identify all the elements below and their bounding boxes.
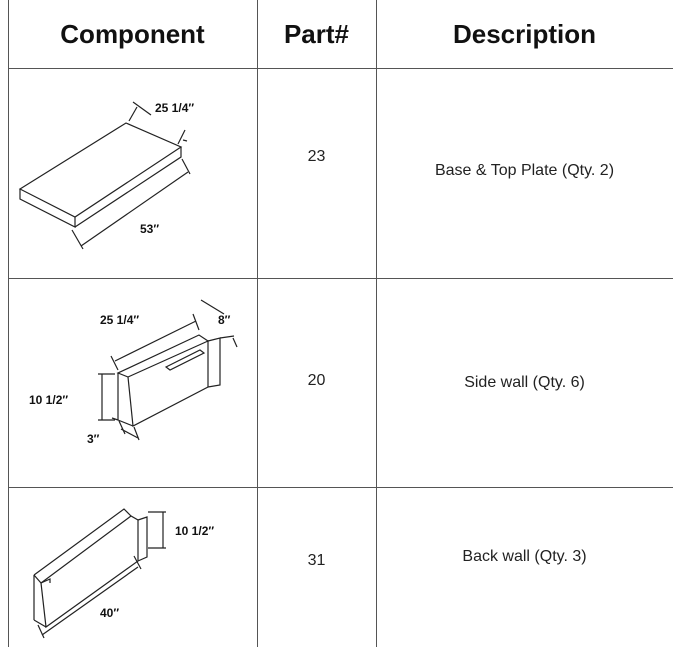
base-top-plate-drawing: 25 1/4″ 53″ [8, 68, 257, 278]
dim-depth-label: 8″ [218, 313, 231, 327]
components-table: Component Part# Description 2 [8, 0, 673, 647]
row-divider [8, 278, 673, 279]
table-border-left [8, 0, 9, 647]
header-component: Component [60, 18, 205, 49]
description-cell: Base & Top Plate (Qty. 2) [434, 162, 615, 179]
dim-length-label: 40″ [100, 606, 119, 620]
part-number-cell: 23 [307, 148, 326, 165]
row-divider [8, 68, 673, 69]
dim-height-label: 10 1/2″ [175, 524, 214, 538]
dim-length-label: 25 1/4″ [100, 313, 139, 327]
back-wall-drawing: 10 1/2″ 40″ [8, 487, 257, 647]
column-divider [257, 0, 258, 647]
header-description: Description [452, 18, 597, 49]
row-divider [8, 487, 673, 488]
dim-length-label: 53″ [140, 222, 159, 236]
column-divider [376, 0, 377, 647]
part-number-cell: 31 [307, 552, 326, 569]
description-cell: Side wall (Qty. 6) [464, 373, 585, 391]
dim-width-label: 25 1/4″ [155, 101, 194, 115]
description-cell: Back wall (Qty. 3) [462, 547, 587, 565]
side-wall-drawing: 25 1/4″ 8″ 10 1/2″ 3″ [8, 278, 257, 487]
dim-thickness-label: 3″ [87, 432, 100, 446]
part-number-cell: 20 [307, 371, 326, 389]
dim-height-label: 10 1/2″ [29, 393, 68, 407]
header-part-number: Part# [283, 18, 350, 49]
